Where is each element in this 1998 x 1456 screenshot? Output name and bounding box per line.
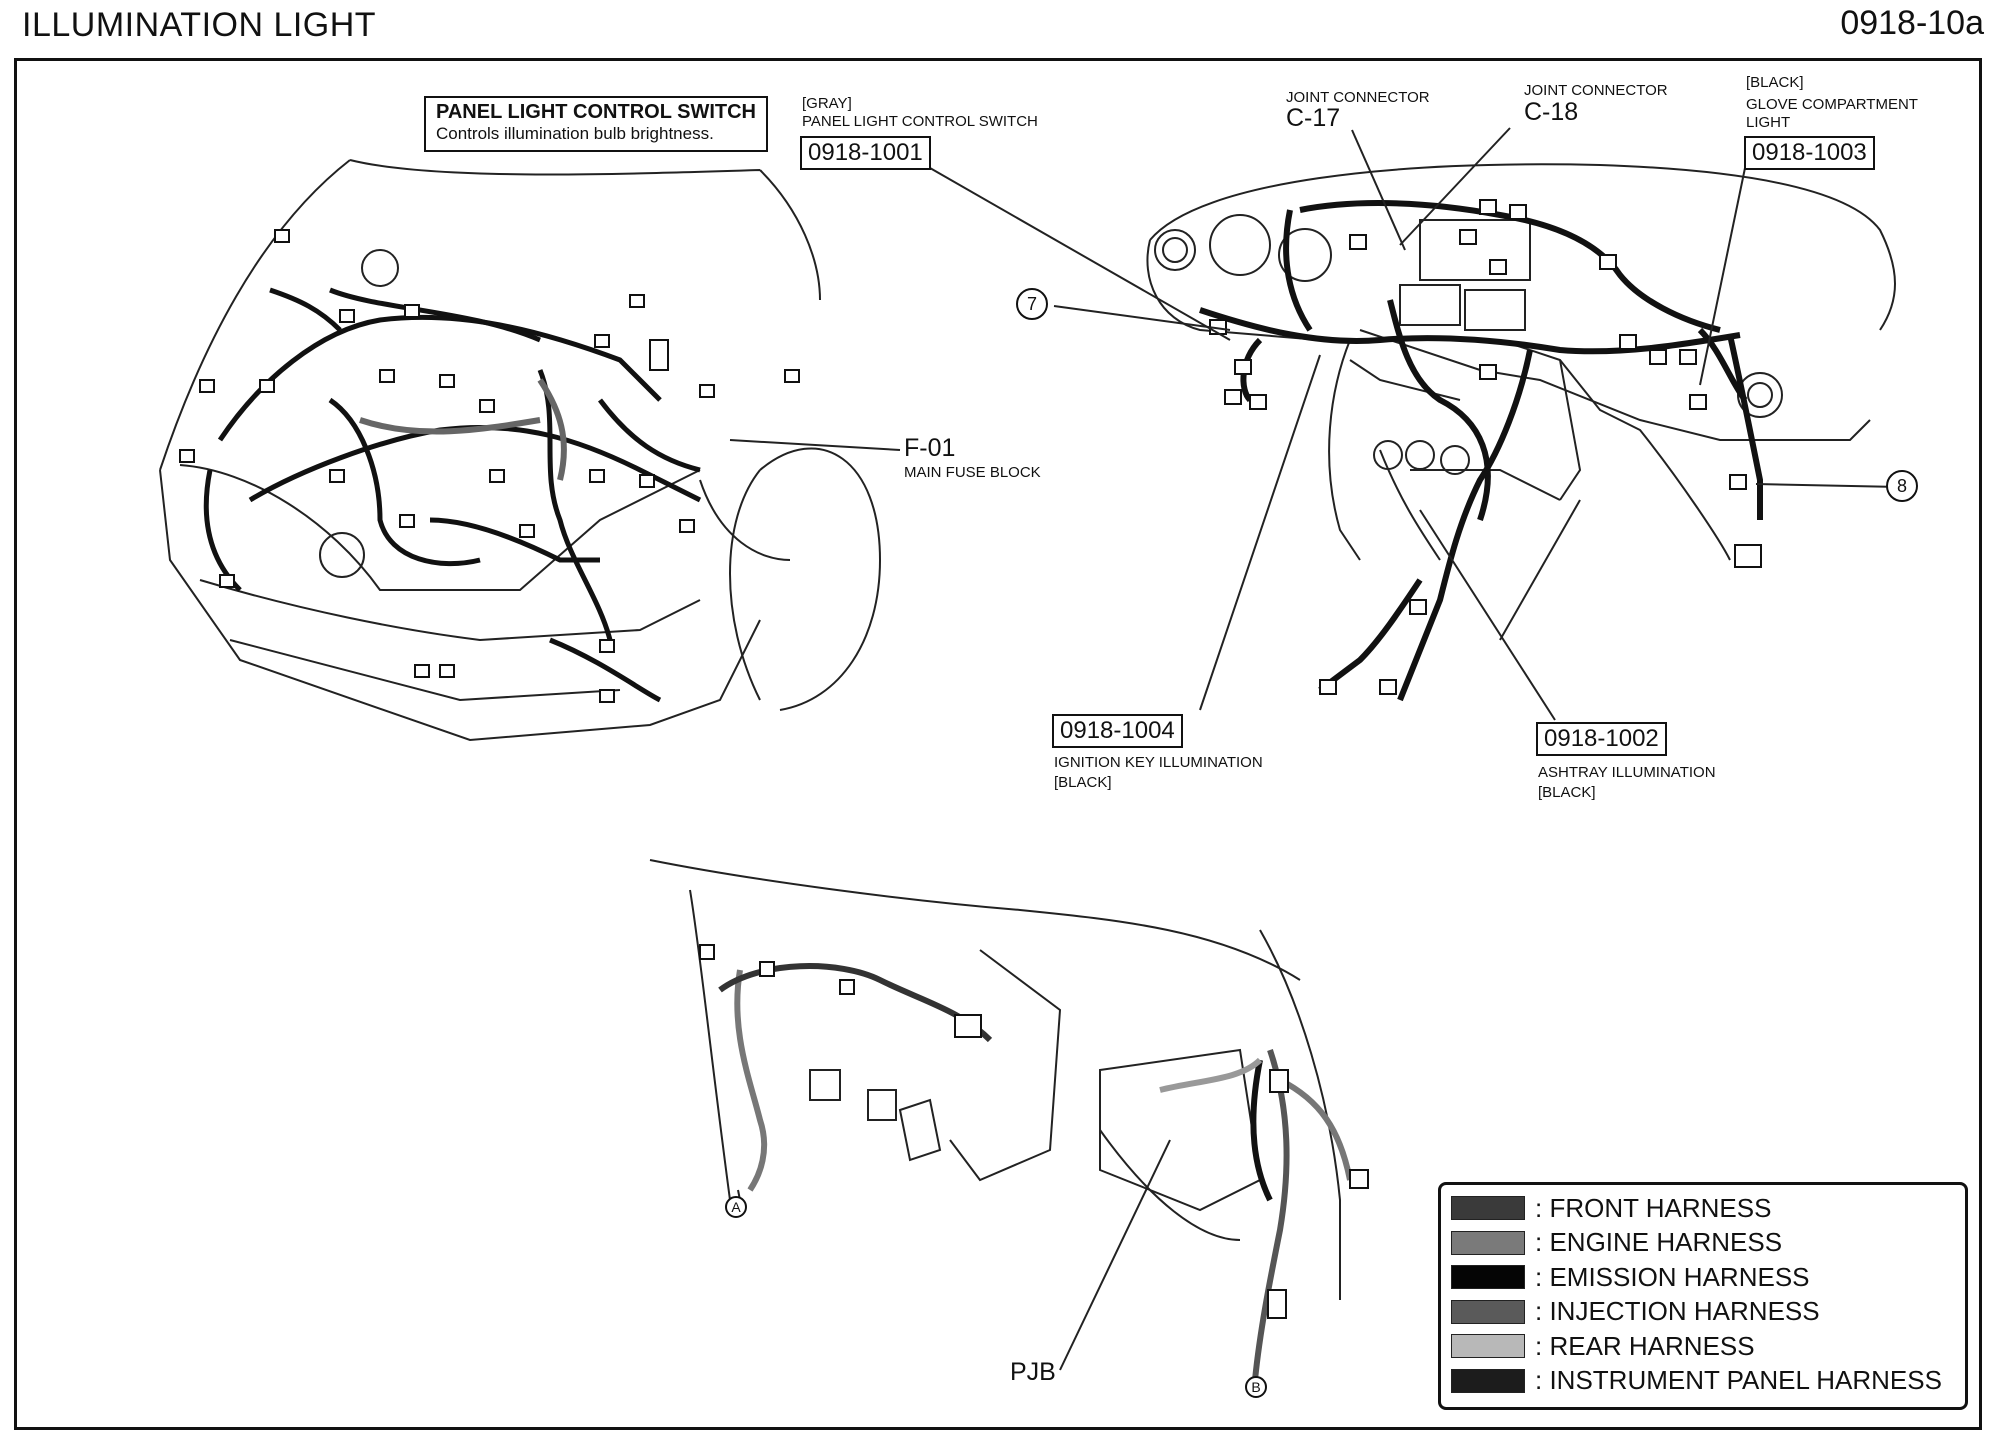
legend-swatch-injection [1451,1299,1525,1324]
glove-name-label-1: GLOVE COMPARTMENT [1746,96,1918,113]
instrument-panel-harness [1199,200,1763,702]
legend-label-rear: : REAR HARNESS [1535,1330,1755,1361]
legend-row-front: : FRONT HARNESS [1451,1191,1955,1226]
legend-label-front: : FRONT HARNESS [1535,1192,1772,1223]
ign-name-label: IGNITION KEY ILLUMINATION [1054,754,1263,771]
ash-name-label: ASHTRAY ILLUMINATION [1538,764,1716,781]
ign-code-box[interactable]: 0918-1004 [1052,714,1183,748]
switch-color-label: [GRAY] [802,95,852,112]
page-id: 0918-10a [1840,4,1984,42]
callout-title: PANEL LIGHT CONTROL SWITCH [436,101,756,123]
connector-blocks [179,229,800,703]
fuse-code-label[interactable]: F-01 [904,434,956,462]
harness-legend: : FRONT HARNESS : ENGINE HARNESS : EMISS… [1438,1182,1968,1410]
legend-swatch-front [1451,1196,1525,1221]
callout-description: Controls illumination bulb brightness. [436,124,714,143]
legend-row-rear: : REAR HARNESS [1451,1329,1955,1364]
ash-code-box[interactable]: 0918-1002 [1536,722,1667,756]
engine-harness-bundle [359,378,567,481]
glove-color-label: [BLACK] [1746,74,1804,91]
legend-label-instrument-panel: : INSTRUMENT PANEL HARNESS [1535,1365,1942,1396]
page-title: ILLUMINATION LIGHT [22,6,377,44]
car-front-outline [159,159,882,742]
legend-row-instrument-panel: : INSTRUMENT PANEL HARNESS [1451,1364,1955,1399]
dash-leader-lines [929,127,1901,721]
switch-code-box[interactable]: 0918-1001 [800,136,931,170]
switch-name-label: PANEL LIGHT CONTROL SWITCH [802,113,1038,130]
legend-row-emission: : EMISSION HARNESS [1451,1260,1955,1295]
fuse-name-label: MAIN FUSE BLOCK [904,464,1041,481]
jc18-name-label: JOINT CONNECTOR [1524,82,1668,99]
connector-pin-7[interactable]: 7 [1016,288,1048,320]
front-harness-wires [203,287,702,703]
diagram-frame [14,58,1982,1430]
footwell-connectors [699,944,1369,1319]
dashboard-outline [1146,163,1896,641]
legend-label-emission: : EMISSION HARNESS [1535,1261,1810,1292]
panel-switch-callout: PANEL LIGHT CONTROL SWITCH Controls illu… [424,96,768,152]
f01-leader-line [729,439,901,451]
glove-code-box[interactable]: 0918-1003 [1744,136,1875,170]
legend-swatch-engine [1451,1230,1525,1255]
connector-pin-8[interactable]: 8 [1886,470,1918,502]
jc17-name-label: JOINT CONNECTOR [1286,89,1430,106]
connector-pin-b[interactable]: B [1245,1376,1267,1398]
ign-color-label: [BLACK] [1054,774,1112,791]
legend-swatch-emission [1451,1265,1525,1290]
legend-row-engine: : ENGINE HARNESS [1451,1226,1955,1261]
pjb-label[interactable]: PJB [1010,1358,1056,1386]
connector-pin-a[interactable]: A [725,1196,747,1218]
legend-label-injection: : INJECTION HARNESS [1535,1296,1820,1327]
footwell-outline [649,859,1341,1300]
legend-swatch-rear [1451,1334,1525,1359]
footwell-harness [718,963,1353,1381]
jc18-code-label[interactable]: C-18 [1524,98,1579,126]
legend-row-injection: : INJECTION HARNESS [1451,1295,1955,1330]
legend-label-engine: : ENGINE HARNESS [1535,1227,1783,1258]
jc17-code-label[interactable]: C-17 [1286,104,1341,132]
pjb-leader-line [1059,1139,1171,1371]
ash-color-label: [BLACK] [1538,784,1596,801]
legend-swatch-instrument-panel [1451,1368,1525,1393]
glove-name-label-2: LIGHT [1746,114,1791,131]
